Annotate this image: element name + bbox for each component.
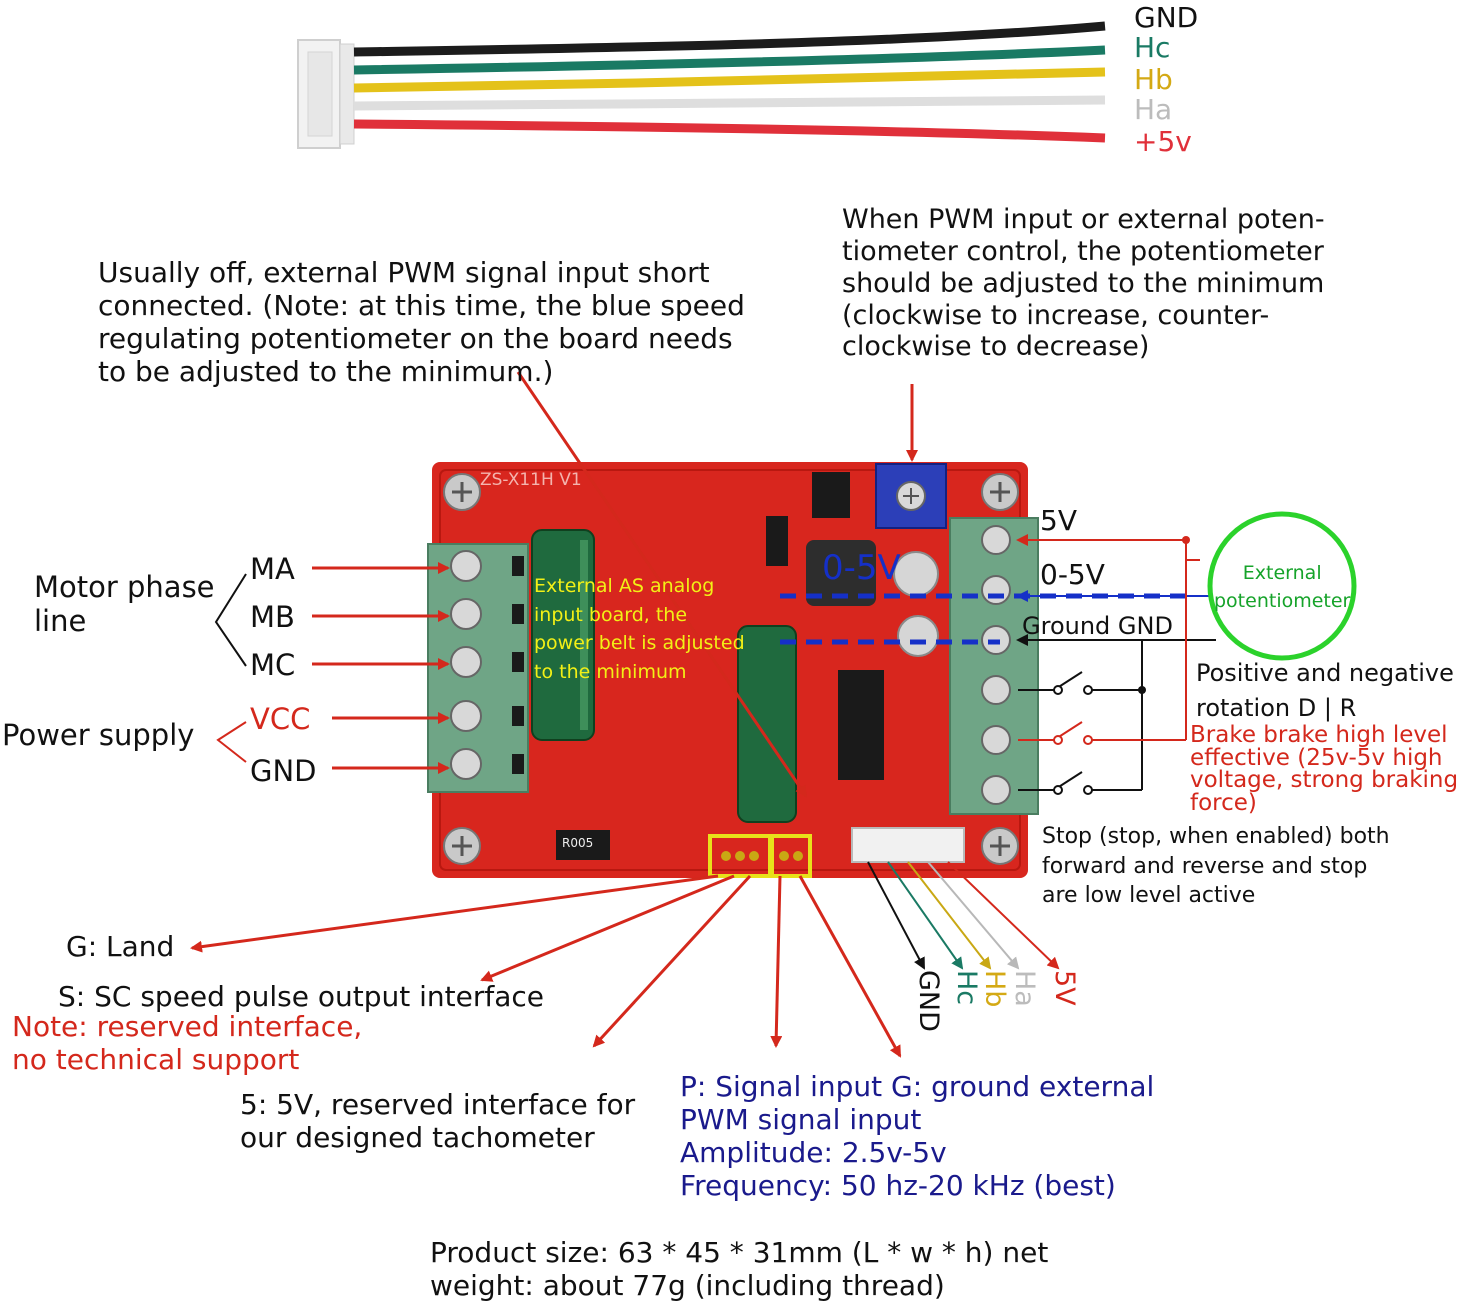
blue-potentiometer — [875, 463, 947, 529]
pin-headers — [708, 834, 812, 878]
v5-wire — [353, 119, 1106, 143]
pin-header-pg — [770, 834, 812, 878]
right-label-5v: 5V — [1040, 504, 1077, 537]
hall-label-gnd: GND — [913, 970, 944, 1032]
terminal-label-ma: MA — [250, 552, 295, 586]
reserved-note: Note: reserved interface, no technical s… — [12, 1010, 363, 1077]
right-label-0-5v: 0-5V — [1040, 558, 1105, 591]
hc-wire — [353, 45, 1106, 75]
ha-wire — [353, 95, 1106, 111]
terminal-label-mb: MB — [250, 600, 295, 634]
pin-label-g: G: Land — [66, 930, 175, 963]
hall-connector — [851, 827, 965, 863]
bottom-pin-arrows — [190, 874, 902, 1058]
controller-board — [427, 462, 1190, 878]
hall-arrows — [867, 861, 1060, 970]
cable-label-ha: Ha — [1134, 93, 1173, 126]
external-potentiometer-circle — [1207, 511, 1357, 661]
pwm-input-block: P: Signal input G: ground external PWM s… — [680, 1070, 1155, 1203]
chip-top — [812, 472, 850, 518]
right-wiring — [1016, 511, 1357, 795]
hb-wire — [353, 67, 1106, 93]
range-overlay: 0-5V — [822, 548, 901, 588]
right-label-ground: Ground GND — [1022, 612, 1173, 640]
external-pot-label: External potentiometer — [1214, 562, 1351, 612]
inductor — [806, 540, 876, 606]
cable-label-hb: Hb — [1134, 63, 1173, 96]
right-terminal-block — [949, 517, 1039, 815]
terminal-label-gnd: GND — [250, 754, 317, 788]
hall-cable — [297, 21, 1106, 149]
left-terminal-block — [427, 543, 529, 793]
direction-label: Positive and negative rotation D | R — [1196, 659, 1454, 722]
diode — [766, 516, 788, 566]
cable-label-hc: Hc — [1134, 31, 1171, 64]
mounting-screws — [443, 473, 1019, 865]
hall-label-ha: Ha — [1009, 970, 1040, 1007]
terminal-label-mc: MC — [250, 648, 296, 682]
brake-label: Brake brake high level effective (25v-5v… — [1190, 722, 1459, 816]
gnd-wire — [353, 21, 1106, 57]
big-capacitor — [531, 529, 595, 741]
motor-phase-label: Motor phase line — [34, 570, 215, 639]
left-annotation-lines — [214, 562, 450, 774]
chip-driver — [838, 670, 884, 780]
cable-label-gnd: GND — [1134, 1, 1199, 34]
hall-label-hb: Hb — [979, 970, 1010, 1008]
shunt-resistor — [556, 830, 610, 860]
stop-label: Stop (stop, when enabled) both forward a… — [1042, 824, 1390, 909]
cable-label-5v: +5v — [1134, 125, 1192, 158]
board-silkscreen-title: ZS-X11H V1 — [480, 470, 582, 490]
pwm-short-note: Usually off, external PWM signal input s… — [98, 256, 745, 389]
pin-label-5v: 5: 5V, reserved interface for our design… — [240, 1088, 636, 1155]
electrolytic-cap-2 — [897, 615, 939, 657]
resistor-marking: R005 — [562, 836, 594, 850]
hall-label-5v: 5V — [1049, 970, 1080, 1006]
pin-label-s: S: SC speed pulse output interface — [58, 980, 544, 1013]
small-capacitor — [737, 625, 797, 823]
power-supply-label: Power supply — [2, 718, 195, 752]
pwm-note-arrow — [516, 371, 808, 798]
pot-adjust-note: When PWM input or external poten- tiomet… — [842, 204, 1325, 363]
product-size-note: Product size: 63 * 45 * 31mm (L * w * h)… — [430, 1236, 1049, 1303]
terminal-label-vcc: VCC — [250, 702, 311, 736]
analog-input-overlay: External AS analog input board, the powe… — [534, 575, 745, 683]
